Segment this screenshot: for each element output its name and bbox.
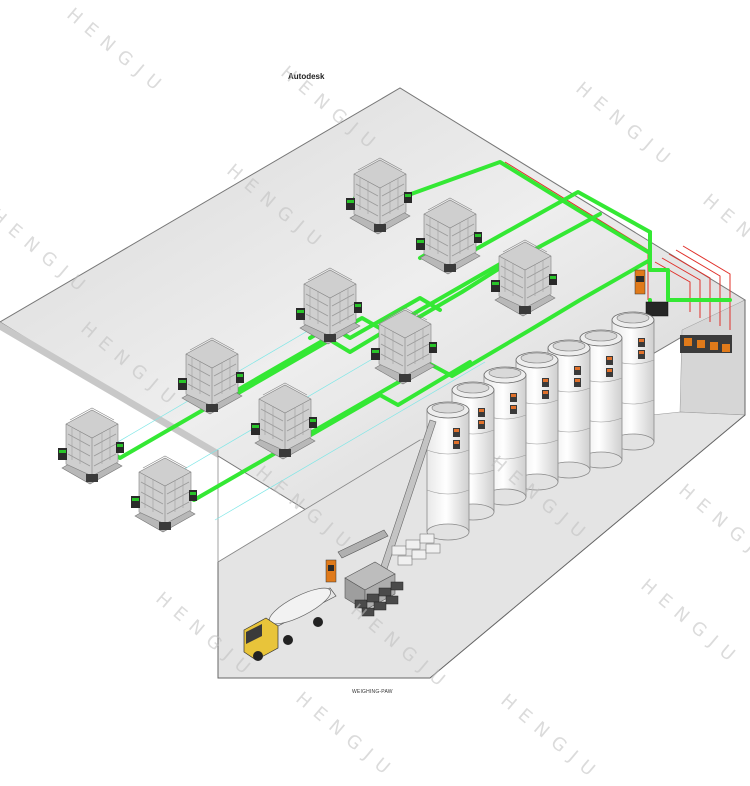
- control-units: [634, 269, 732, 353]
- front-left-wall: [0, 322, 218, 458]
- top-label: Autodesk: [288, 72, 325, 81]
- factory-layout-diagram: [0, 87, 746, 679]
- conveyor-icon: [325, 419, 437, 583]
- control-cabinet-icon: [645, 301, 669, 317]
- loading-area: [344, 533, 441, 617]
- bottom-label: WEIGHING-PAW: [352, 689, 393, 695]
- packing-machine-icon: [57, 407, 125, 485]
- truck-icon: [243, 587, 337, 661]
